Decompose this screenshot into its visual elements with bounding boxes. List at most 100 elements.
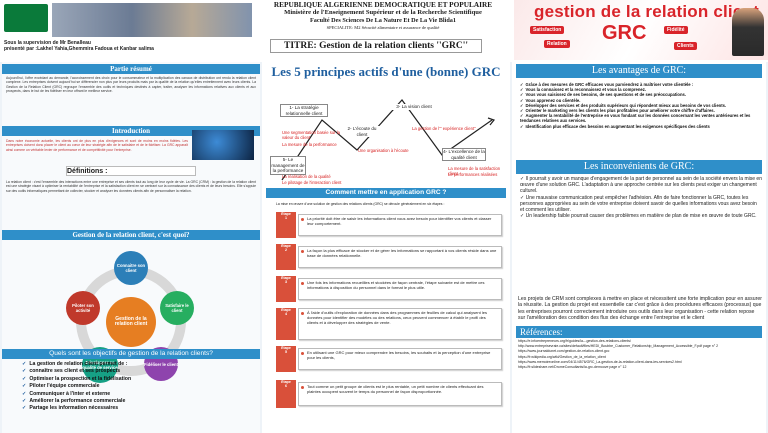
- references-list: https://e.infoentrepreneurs.org/fr/guide…: [518, 339, 762, 370]
- objective-item: ✓Améliorer la performance commerciale: [22, 398, 126, 405]
- advantages-list: Grâce à des mesures de GRC efficaces vou…: [520, 82, 762, 129]
- bullet-icon: [301, 282, 304, 285]
- principle-box: 5- Le management de la performance: [270, 156, 306, 175]
- objective-item: ✓Optimiser la prospection et la fidélisa…: [22, 375, 132, 382]
- principle-note: La réalisation de la qualité: [282, 174, 331, 179]
- middle-column: Les 5 principes actifs d'une (bonne) GRC…: [262, 62, 510, 433]
- reference-item: https://fr.wikipedia.org/wiki/Gestion_de…: [518, 354, 606, 359]
- step-box: La façon la plus efficace de stocker et …: [298, 246, 502, 268]
- disadvantages-heading: Les inconvénients de GRC:: [516, 160, 762, 174]
- intro-text: Dans notre économie actuelle, les client…: [6, 139, 188, 152]
- cycle-node: Connaitre son client: [114, 251, 148, 285]
- banner-bubble: Satisfaction: [530, 26, 565, 34]
- principle-box: 3- La vision client: [392, 104, 436, 110]
- principles-title: Les 5 principes actifs d'une (bonne) GRC: [271, 64, 501, 79]
- references-heading: Références:: [516, 326, 762, 338]
- reference-item: http://www.entreprisevraie.ca/sites/defa…: [518, 344, 719, 349]
- bullet-icon: [301, 218, 304, 221]
- university-logo: [4, 4, 48, 32]
- businessman-figure: [732, 8, 764, 56]
- advantage-item: Grâce à des mesures de GRC efficaces vou…: [520, 82, 762, 87]
- principle-note: La gestion de l'" expérience client": [412, 126, 476, 131]
- check-icon: ✓: [22, 368, 27, 375]
- poster-title: TITRE: Gestion de la relation clients ''…: [270, 39, 482, 53]
- step-box: La priorité doit être de saisir les info…: [298, 214, 502, 236]
- reference-item: https://www.memoireonline.com/04/11/4576…: [518, 359, 682, 364]
- poster-header: Sous la supervision de Mr Benalleau prés…: [0, 0, 768, 62]
- team-photo: [52, 3, 252, 37]
- banner-title: gestion de la relation client: [534, 2, 759, 21]
- right-column: Les avantages de GRC: Grâce à des mesure…: [512, 62, 766, 433]
- check-icon: ✓: [22, 390, 27, 397]
- check-icon: ✓: [22, 398, 27, 405]
- cycle-center: Gestion de la relation client: [106, 297, 156, 347]
- disadvantage-item: ✓ Un leadership faible pourrait causer d…: [520, 213, 757, 220]
- institution-block: REPUBLIQUE ALGERIENNE DEMOCRATIQUE ET PO…: [258, 1, 508, 31]
- objective-item: ✓connaître ses client et ses prospects: [22, 368, 121, 375]
- comment-intro: La mise en œuvre d'une solution de gesti…: [276, 202, 445, 206]
- check-icon: ✓: [22, 383, 27, 390]
- advantage-item: Vous la connaissez et la reconnaissez et…: [520, 87, 762, 92]
- left-column: Partie résumé Aujourd'hui, l'offre excéd…: [2, 62, 260, 433]
- disadvantages-paragraph: Les projets de CRM sont complexes à mett…: [518, 296, 762, 322]
- summary-heading: Partie résumé: [2, 64, 260, 74]
- bullet-icon: [301, 386, 304, 389]
- ministry-line: Ministère de l'Enseignement Supérieur et…: [284, 9, 482, 16]
- principle-note: La mesure de la satisfaction client: [448, 166, 501, 176]
- intro-heading: Introduction: [2, 126, 260, 136]
- advantage-item: Augmenter la rentabilité de l'entreprise…: [520, 113, 762, 123]
- summary-text: Aujourd'hui, l'offre excédant au demande…: [6, 76, 256, 94]
- advantage-item: Développer des services et des produits …: [520, 103, 762, 108]
- disadvantage-item: ✓ Il pourrait y avoir un manque d'engage…: [520, 176, 762, 195]
- principle-box: 1- La stratégie relationnelle client: [280, 104, 328, 118]
- cycle-node: Piloter son activité: [66, 291, 100, 325]
- objective-item: ✓Communiquer à l'inter et externe: [22, 390, 111, 397]
- grc-banner-image: gestion de la relation client GRC Satisf…: [514, 0, 768, 60]
- advantage-item: Identification plus efficace des besoins…: [520, 124, 762, 129]
- reference-item: https://fr.slideshare.net/DromeConsultan…: [518, 365, 627, 370]
- objectives-list: ✓La gestion de relation client permet de…: [22, 361, 131, 413]
- banner-bubble: Relation: [544, 40, 570, 48]
- banner-grc: GRC: [602, 22, 647, 44]
- check-icon: ✓: [22, 361, 27, 367]
- comment-heading: Comment mettre en application GRC ?: [266, 188, 506, 198]
- objective-item: ✓La gestion de relation client permet de…: [22, 361, 128, 367]
- republic-line: REPUBLIQUE ALGERIENNE DEMOCRATIQUE ET PO…: [273, 0, 493, 9]
- specialty-line: SPECIALITE: M2 Sécurité alimentaire et a…: [326, 25, 440, 30]
- banner-bubble: Clients: [674, 42, 697, 50]
- banner-bubble: Fidélité: [664, 26, 688, 34]
- principle-note: Le pilotage de l'interaction client: [282, 180, 342, 185]
- bullet-icon: [301, 250, 304, 253]
- definitions-text: La relation client : c'est l'ensemble de…: [6, 180, 256, 193]
- reference-item: https://www.journaldunet.com/gestion-de-…: [518, 349, 610, 354]
- step-box: En utilisant une GRC pour mieux comprend…: [298, 348, 502, 370]
- principle-note: Une segmentation basée sur la valeur du …: [282, 130, 340, 140]
- presenters: présenté par :Lakhel Yahia,Ghemmira Fado…: [4, 46, 154, 52]
- principle-note: Une organisation à l'écoute: [358, 148, 409, 153]
- check-icon: ✓: [22, 375, 27, 382]
- principle-box: 2- L'écoute du client: [344, 126, 380, 138]
- faculty-line: Faculté Des Sciences De La Nature Et De …: [310, 17, 456, 24]
- advantage-item: Vous apprenez ou clientèle.: [520, 98, 762, 103]
- advantage-item: Orienter le marketing vers les clients l…: [520, 108, 762, 113]
- principle-note: La mesure de la performance: [282, 142, 337, 147]
- principle-box: 4- L'excellence de la qualité client: [442, 148, 486, 162]
- principle-note: Le performances réalisées: [448, 172, 498, 177]
- disadvantage-item: ✓ Une mauvaise communication peut empêch…: [520, 194, 757, 214]
- step-box: À l'aide d'outils d'exploration de donné…: [298, 308, 502, 340]
- reference-item: https://e.infoentrepreneurs.org/fr/guide…: [518, 339, 632, 343]
- intro-illustration: [192, 130, 254, 160]
- supervisor: Sous la supervision de Mr Benalleau: [4, 40, 91, 46]
- bullet-icon: [301, 312, 304, 315]
- supervision-info: Sous la supervision de Mr Benalleau prés…: [4, 40, 254, 52]
- disadvantages-list: ✓ Il pourrait y avoir un manque d'engage…: [520, 176, 762, 219]
- cycle-node: Satisfaire le client: [160, 291, 194, 325]
- check-icon: ✓: [22, 405, 27, 412]
- bullet-icon: [301, 352, 304, 355]
